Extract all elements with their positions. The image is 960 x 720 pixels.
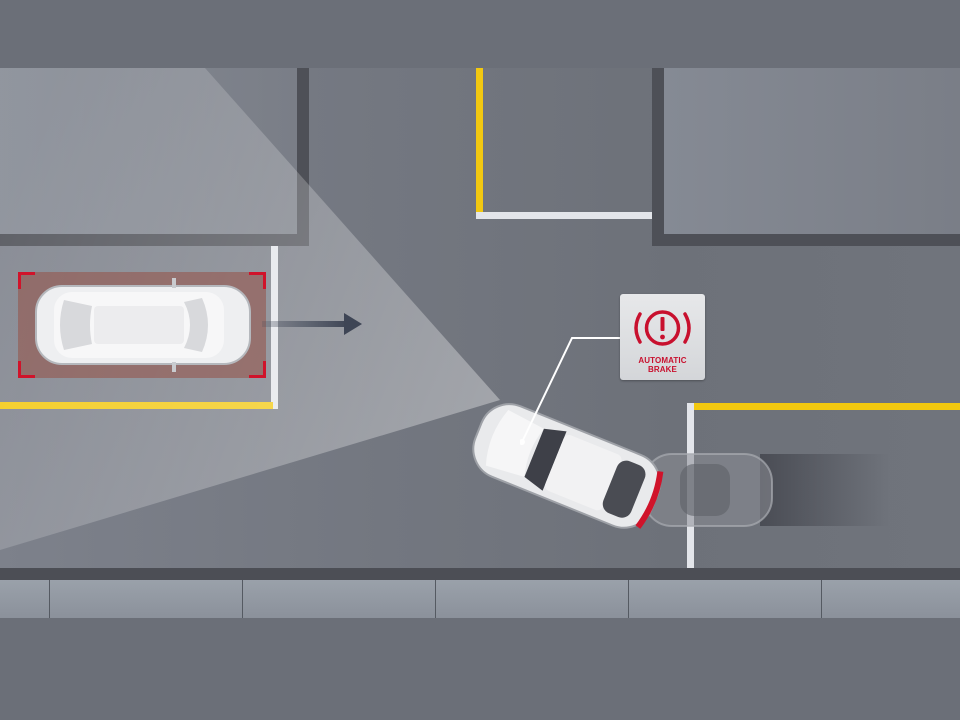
sidewalk-tile xyxy=(243,580,436,618)
alert-callout-line xyxy=(520,337,622,445)
detection-corner-br xyxy=(249,361,266,378)
detection-corner-tl xyxy=(18,272,35,289)
detection-corner-tr xyxy=(249,272,266,289)
detection-corner-bl xyxy=(18,361,35,378)
sidewalk-tile xyxy=(436,580,629,618)
parking-line-white-horizontal xyxy=(476,212,652,219)
parking-line-yellow-vertical xyxy=(476,68,483,214)
crossing-vehicle-icon xyxy=(35,278,251,372)
alert-label-line1: AUTOMATIC xyxy=(638,356,687,365)
sidewalk-tile xyxy=(822,580,960,618)
alert-label: AUTOMATIC BRAKE xyxy=(620,356,705,374)
sidewalk-tile xyxy=(629,580,822,618)
parking-line-yellow-right xyxy=(694,403,960,410)
automatic-brake-alert: AUTOMATIC BRAKE xyxy=(620,294,705,380)
sidewalk-tile xyxy=(50,580,243,618)
sidewalk-tile xyxy=(0,580,50,618)
motion-arrow-icon xyxy=(262,313,362,335)
reversing-vehicle-icon xyxy=(472,403,664,529)
bottom-area xyxy=(0,618,960,720)
curb xyxy=(0,568,960,580)
brake-warning-icon xyxy=(634,310,691,346)
building-block-right xyxy=(664,68,960,234)
alert-label-line2: BRAKE xyxy=(648,365,677,374)
